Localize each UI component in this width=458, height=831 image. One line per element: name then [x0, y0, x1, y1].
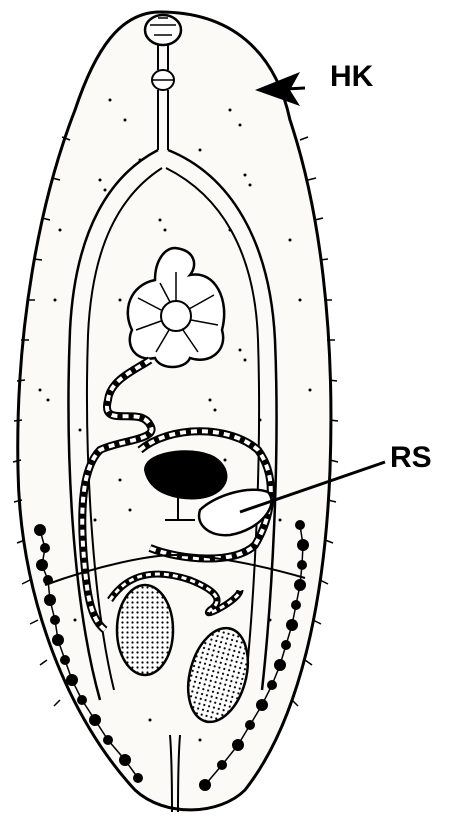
body-outline [18, 12, 331, 810]
label-rs: RS [390, 443, 432, 473]
pharynx [152, 70, 174, 90]
label-hk: HK [330, 62, 373, 92]
oral-sucker [145, 15, 181, 45]
testis-anterior [117, 585, 173, 675]
